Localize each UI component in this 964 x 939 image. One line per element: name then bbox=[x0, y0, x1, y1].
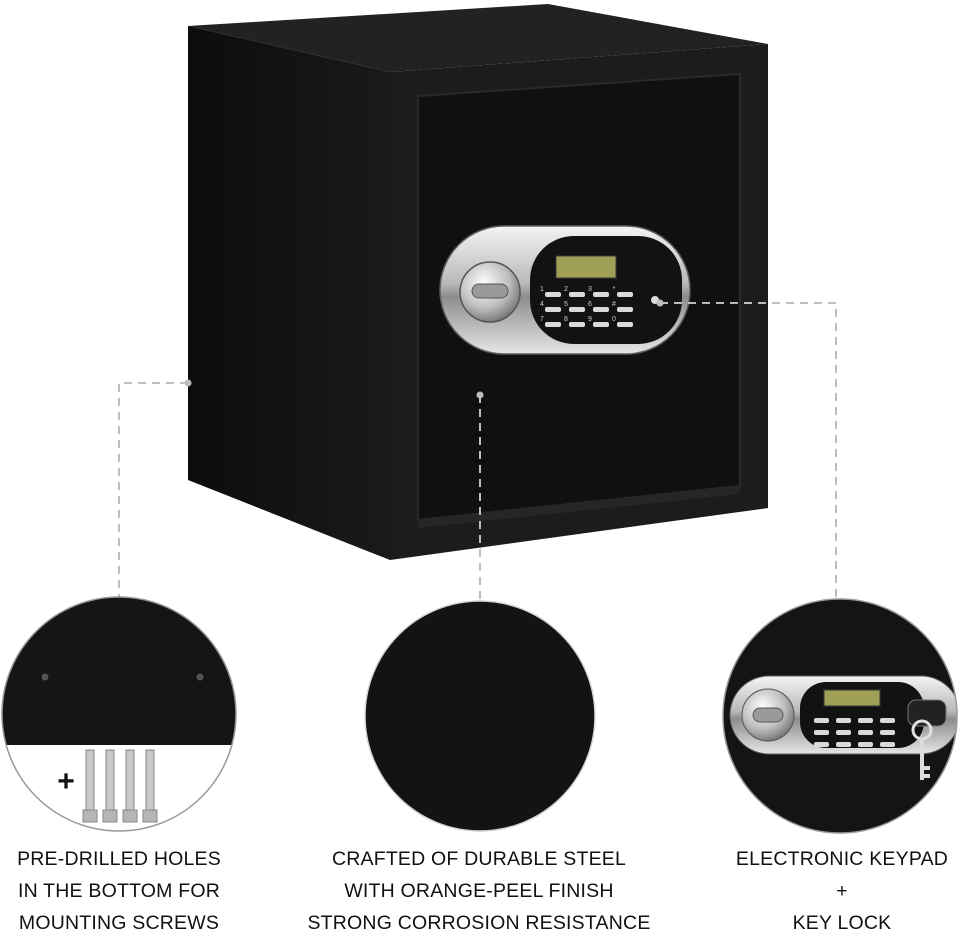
safe-top bbox=[188, 4, 768, 72]
caption-line: + bbox=[836, 880, 848, 902]
detail-holes: + bbox=[1, 596, 237, 832]
caption-line: KEY LOCK bbox=[792, 912, 892, 934]
keypad-key[interactable] bbox=[593, 322, 609, 327]
caption-line: MOUNTING SCREWS bbox=[18, 912, 220, 934]
keypad bbox=[814, 718, 895, 747]
keypad-key[interactable] bbox=[617, 292, 633, 297]
keypad-key-label: 1 bbox=[540, 286, 544, 293]
keypad[interactable]: 1 2 3 * 4 5 6 #7 8 9 0 bbox=[540, 286, 633, 327]
keypad-key[interactable] bbox=[569, 307, 585, 312]
callout-line-holes bbox=[118, 382, 188, 598]
keypad-key bbox=[880, 742, 895, 747]
keypad-key bbox=[836, 718, 851, 723]
keypad-key[interactable] bbox=[617, 307, 633, 312]
keypad-key-label: 9 bbox=[588, 316, 592, 323]
mounting-hole bbox=[196, 673, 204, 681]
callout-lines bbox=[118, 302, 837, 600]
keypad-key[interactable] bbox=[545, 292, 561, 297]
safe: 1 2 3 * 4 5 6 #7 8 9 0 bbox=[188, 4, 768, 560]
keypad-key bbox=[858, 718, 873, 723]
keypad-key bbox=[858, 742, 873, 747]
keypad-key bbox=[814, 730, 829, 735]
caption-line: PRE-DRILLED HOLES bbox=[17, 848, 221, 870]
callout-line-keypad bbox=[660, 302, 837, 598]
keypad-key[interactable] bbox=[569, 322, 585, 327]
lcd-display bbox=[555, 255, 617, 279]
keypad-key bbox=[814, 718, 829, 723]
door-gap bbox=[418, 486, 740, 528]
keypad-key-label: 7 bbox=[540, 316, 544, 323]
lcd-display bbox=[823, 689, 881, 707]
callout-dot-steel bbox=[476, 391, 484, 399]
keypad-key[interactable] bbox=[569, 292, 585, 297]
keypad-key[interactable] bbox=[593, 292, 609, 297]
caption-line: WITH ORANGE-PEEL FINISH bbox=[344, 880, 614, 902]
keypad-key[interactable] bbox=[545, 307, 561, 312]
keypad-key[interactable] bbox=[545, 322, 561, 327]
caption-line: STRONG CORROSION RESISTANCE bbox=[307, 912, 651, 934]
keypad-key bbox=[858, 730, 873, 735]
keypad-key bbox=[836, 742, 851, 747]
keypad-key-label: # bbox=[612, 301, 616, 308]
detail-steel bbox=[364, 600, 596, 832]
callout-dot-holes bbox=[184, 379, 192, 387]
mounting-screws bbox=[82, 749, 158, 823]
keypad-key-label: 5 bbox=[564, 301, 568, 308]
keypad-key-label: * bbox=[613, 286, 616, 293]
plus-sign: + bbox=[57, 765, 75, 798]
keypad-key[interactable] bbox=[593, 307, 609, 312]
caption-keypad: ELECTRONIC KEYPAD + KEY LOCK bbox=[720, 843, 964, 939]
keypad-key bbox=[880, 718, 895, 723]
keypad-key-label: 6 bbox=[588, 301, 592, 308]
caption-steel: CRAFTED OF DURABLE STEEL WITH ORANGE-PEE… bbox=[286, 843, 672, 939]
keypad-key-label: 8 bbox=[564, 316, 568, 323]
key-icon bbox=[907, 699, 947, 780]
caption-line: IN THE BOTTOM FOR bbox=[17, 880, 221, 902]
caption-line: CRAFTED OF DURABLE STEEL bbox=[331, 848, 627, 870]
keypad-key bbox=[836, 730, 851, 735]
caption-line: ELECTRONIC KEYPAD bbox=[735, 848, 949, 870]
caption-holes: PRE-DRILLED HOLES IN THE BOTTOM FOR MOUN… bbox=[0, 843, 238, 939]
mounting-hole bbox=[41, 673, 49, 681]
keypad-key-label: 3 bbox=[588, 286, 592, 293]
keypad-key bbox=[814, 742, 829, 747]
safe-side bbox=[188, 26, 390, 560]
keypad-key[interactable] bbox=[617, 322, 633, 327]
keypad-key-label: 2 bbox=[564, 286, 568, 293]
keypad-key-label: 0 bbox=[612, 316, 616, 323]
detail-keypad bbox=[722, 598, 958, 834]
keypad-key-label: 4 bbox=[540, 301, 544, 308]
keypad-key bbox=[880, 730, 895, 735]
callout-dot-keypad bbox=[656, 299, 664, 307]
